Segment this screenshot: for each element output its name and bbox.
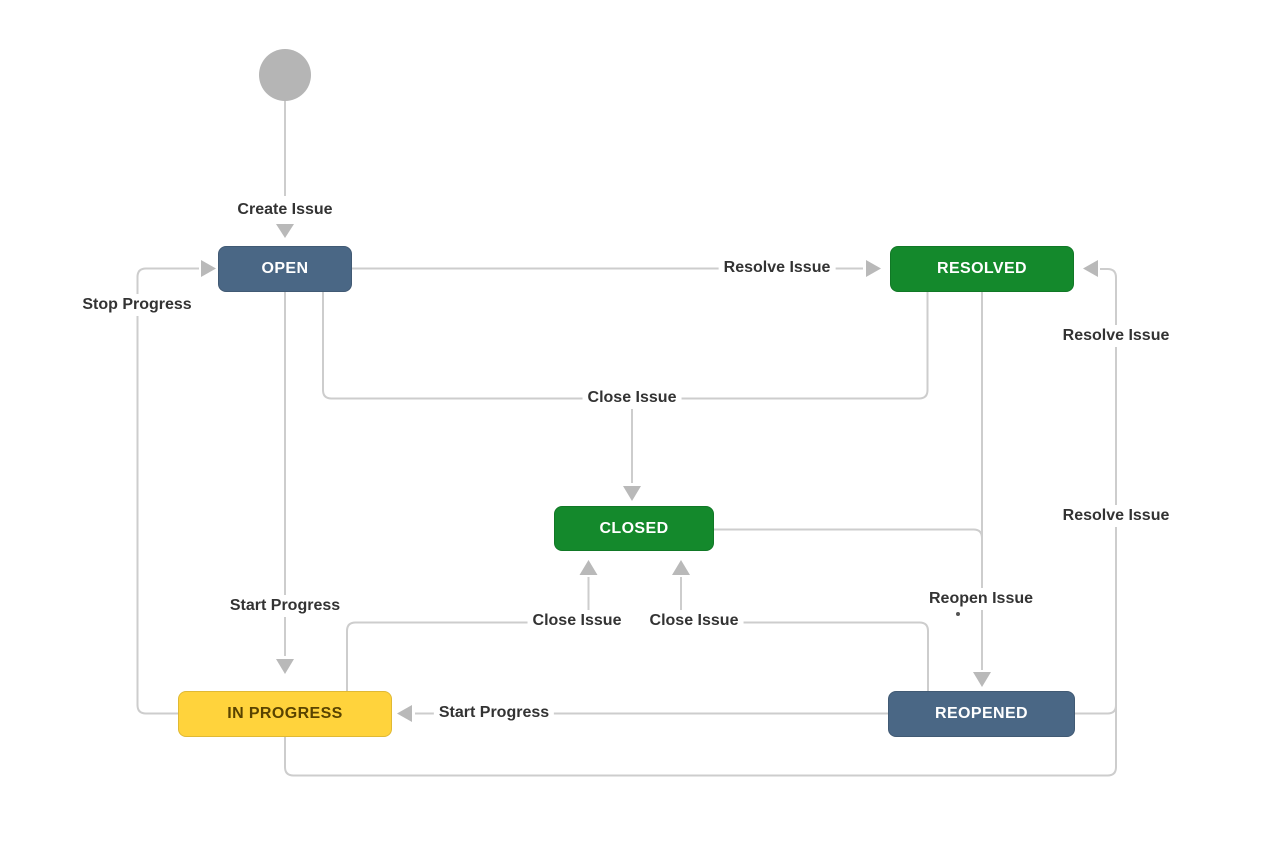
transition-label-start-progress-1[interactable]: Start Progress [224, 595, 346, 617]
arrowhead-into-inprogress-top [276, 659, 294, 674]
edge-reopened-resolved-branch [1075, 704, 1117, 715]
transition-label-reopen-issue[interactable]: Reopen Issue [923, 588, 1039, 610]
transition-label-start-progress-2[interactable]: Start Progress [433, 702, 555, 724]
edge-open-resolved-closed-shared [322, 292, 929, 400]
arrowhead-into-resolved-right [1083, 260, 1098, 277]
arrowhead-into-inprogress-right [397, 705, 412, 722]
node-reopened[interactable]: REOPENED [888, 691, 1075, 737]
transition-label-close-issue-1[interactable]: Close Issue [582, 387, 682, 409]
transition-label-close-issue-3[interactable]: Close Issue [644, 610, 744, 632]
transition-label-stop-progress[interactable]: Stop Progress [77, 294, 197, 316]
edge-reopened-closed [680, 577, 929, 691]
arrowhead-into-reopened-top [973, 672, 991, 687]
arrowhead-into-open-left [201, 260, 216, 277]
transition-label-resolve-issue-2[interactable]: Resolve Issue [1057, 325, 1175, 347]
edge-inprogress-resolved-loop [284, 268, 1117, 777]
start-node-circle[interactable] [259, 49, 311, 101]
arrowhead-into-closed-top [623, 486, 641, 501]
arrowhead-into-open-top [276, 224, 294, 238]
arrowhead-into-closed-bottom-right [672, 560, 690, 575]
edge-inprogress-closed [346, 577, 590, 691]
node-open[interactable]: OPEN [218, 246, 352, 292]
transition-label-create-issue[interactable]: Create Issue [232, 199, 338, 221]
transition-label-resolve-issue-1[interactable]: Resolve Issue [718, 257, 836, 279]
transition-label-close-issue-2[interactable]: Close Issue [527, 610, 627, 632]
arrowhead-into-closed-bottom-left [579, 560, 598, 575]
stray-dot [956, 612, 960, 616]
node-resolved[interactable]: RESOLVED [890, 246, 1074, 292]
node-in-progress[interactable]: IN PROGRESS [178, 691, 392, 737]
transition-label-resolve-issue-3[interactable]: Resolve Issue [1057, 505, 1175, 527]
edge-inprogress-open [136, 267, 199, 715]
arrowhead-into-resolved-left [866, 260, 881, 277]
node-closed[interactable]: CLOSED [554, 506, 714, 551]
edge-closed-reopened-branch [713, 528, 983, 539]
